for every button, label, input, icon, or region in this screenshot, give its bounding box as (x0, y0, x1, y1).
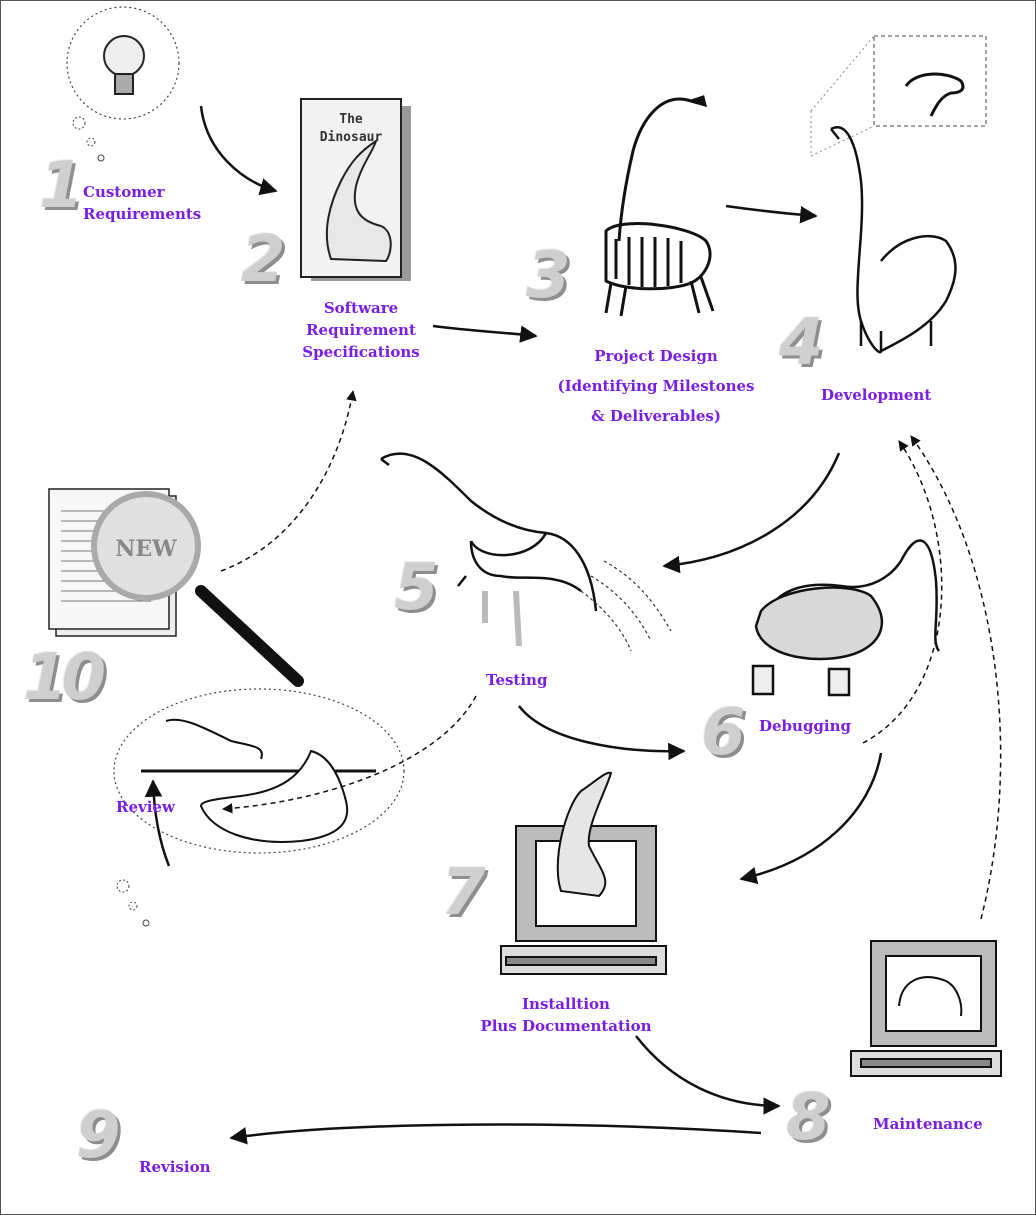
new-document-magnifier-icon: NEW (48, 488, 304, 687)
step-number-4: 4 (779, 306, 823, 380)
label-line: Specifications (302, 343, 420, 361)
label-line: Installtion (522, 995, 610, 1013)
arrow-8-to-4 (910, 435, 1002, 920)
installation-computer-icon (500, 771, 667, 975)
solid-arrows (144, 105, 883, 1145)
label-project-design: Project Design (Identifying Milestones &… (526, 341, 786, 431)
label-line: Requirements (83, 205, 202, 223)
step-number-2: 2 (241, 223, 285, 297)
step-number-7: 7 (441, 856, 485, 930)
label-line: Requirement (306, 321, 416, 339)
label-line: Plus Documentation (480, 1017, 652, 1035)
label-customer-requirements: Customer Requirements (83, 181, 201, 225)
arrow-1-to-2 (199, 105, 278, 196)
dashed-arrows (220, 389, 1002, 920)
arrow-10-to-2 (220, 389, 357, 572)
arrow-6-to-7 (739, 752, 883, 885)
book-title-line2: Dinosaur (320, 130, 383, 145)
label-maintenance: Maintenance (873, 1115, 983, 1133)
label-development: Development (821, 386, 932, 404)
lightbulb-icon (66, 6, 180, 162)
step-number-6: 6 (701, 696, 745, 770)
label-revision: Revision (139, 1158, 211, 1176)
arrow-6-to-4 (862, 440, 943, 744)
arrow-5-to-6 (518, 705, 686, 761)
label-installation: Installtion Plus Documentation (446, 993, 686, 1037)
step-number-10: 10 (23, 641, 106, 715)
label-line: Customer (83, 183, 165, 201)
step-number-5: 5 (394, 551, 438, 625)
label-line: (Identifying Milestones (557, 377, 755, 395)
step-number-3: 3 (526, 239, 570, 313)
testing-dinosaur-icon (380, 452, 672, 652)
arrow-3-to-4 (725, 204, 818, 224)
step-number-1: 1 (39, 149, 83, 223)
label-line: & Deliverables) (591, 407, 721, 425)
maintenance-computer-icon (850, 940, 1002, 1077)
arrow-9-to-review (144, 779, 171, 867)
step-number-8: 8 (786, 1081, 830, 1155)
development-dinosaur-icon (810, 35, 987, 354)
magnifier-text: NEW (115, 536, 177, 562)
label-testing: Testing (486, 671, 548, 689)
label-line: Project Design (594, 347, 718, 365)
step-number-9: 9 (76, 1099, 120, 1173)
label-software-requirement-specifications: Software Requirement Specifications (291, 297, 431, 363)
arrow-8-to-9 (229, 1123, 762, 1145)
arrow-5-to-review (221, 695, 477, 814)
label-debugging: Debugging (759, 717, 852, 735)
arrow-4-to-5 (662, 452, 841, 574)
book-title-line1: The (339, 112, 363, 127)
spec-book-icon: The Dinosaur (300, 98, 411, 281)
dinosaur-skeleton-icon (604, 95, 715, 317)
label-line: Software (323, 299, 399, 317)
label-review: Review (116, 798, 175, 816)
debugging-dinosaur-icon (751, 539, 941, 697)
revision-cat-bubble-icon (113, 688, 405, 927)
arrow-2-to-3 (432, 324, 538, 343)
arrow-7-to-8 (635, 1035, 781, 1115)
